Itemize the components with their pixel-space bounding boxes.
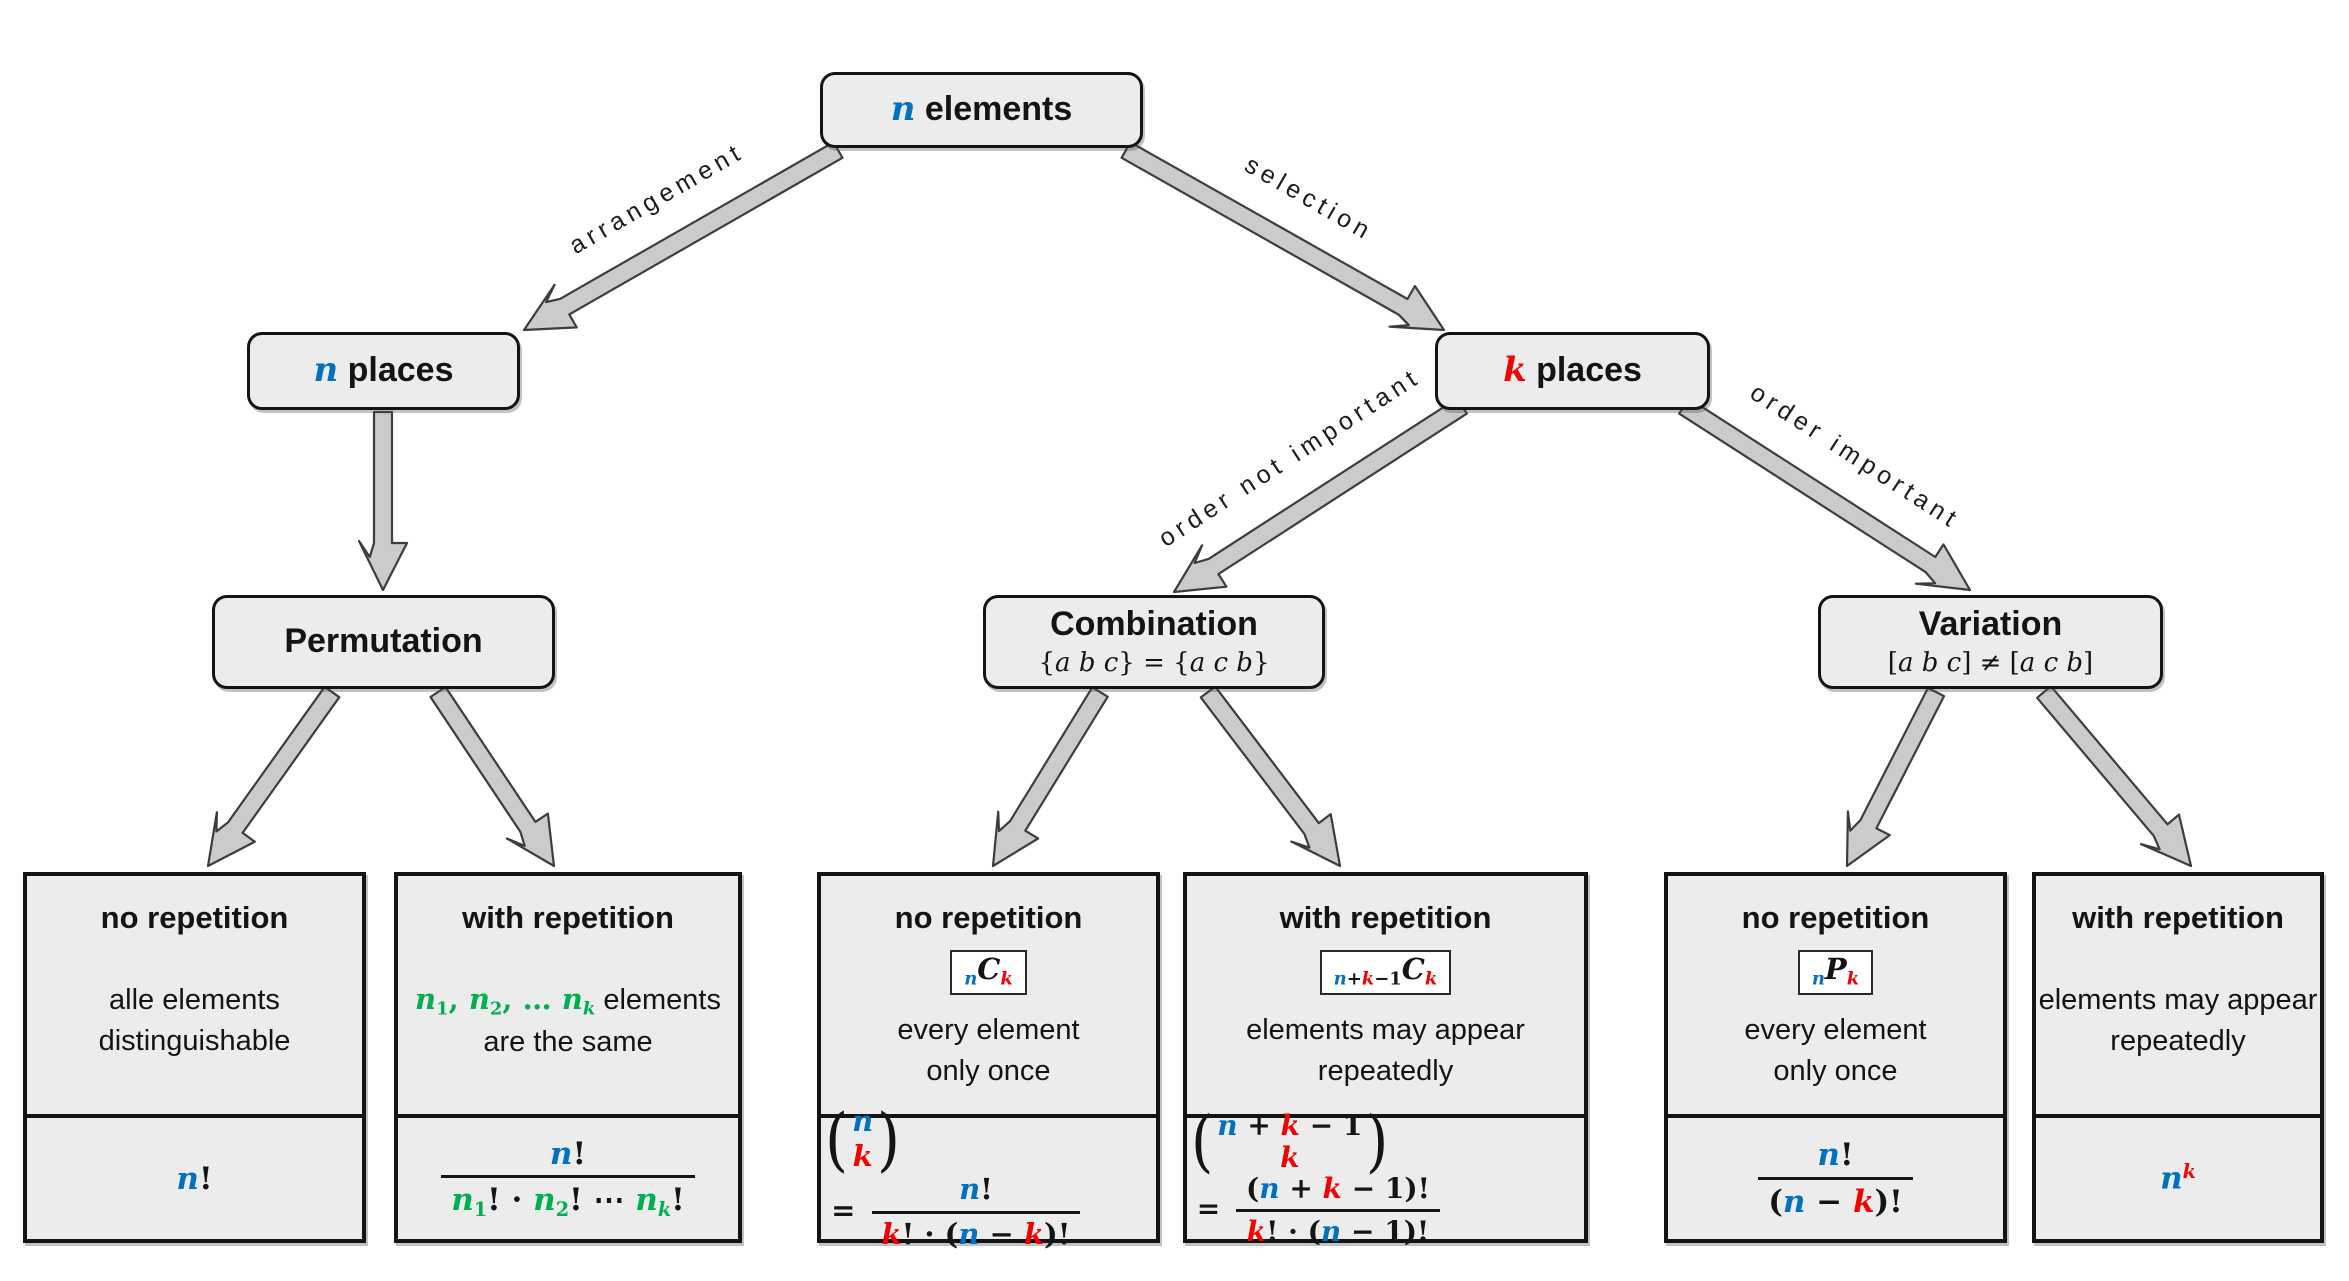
leaf-title: no repetition [1741, 900, 1930, 935]
notation-badge-n+k-1Ck: n+k−1Ck [1319, 950, 1452, 996]
arrow-nplaces-permutation [357, 410, 409, 592]
arrow-order-important [1677, 397, 1972, 592]
leaf-combination-with-repetition: with repetition n+k−1Ck elements may app… [1183, 872, 1588, 1247]
node-n-places: n places [247, 332, 520, 410]
notation-badge-nCk: nCk [950, 950, 1027, 996]
node-n-places-label: n places [313, 350, 454, 391]
leaf-formula: n! [27, 1114, 362, 1239]
arrow-arrangement [522, 141, 844, 332]
node-combination-label: Combination [1050, 604, 1258, 643]
node-k-places: k places [1435, 332, 1710, 410]
notation-badge-nPk: nPk [1797, 950, 1874, 996]
arrow-comb-with-rep [1199, 685, 1342, 868]
node-variation-example: [a b c] ≠ [a c b] [1887, 648, 2094, 679]
arrow-order-not-important [1172, 397, 1469, 594]
node-permutation: Permutation [212, 595, 555, 689]
node-combination: Combination {a b c} = {a c b} [983, 595, 1325, 689]
arrow-var-with-rep [2035, 685, 2193, 868]
node-variation-label: Variation [1918, 604, 2063, 643]
leaf-formula: n!n1! · n2! ⋯ nk! [398, 1114, 738, 1239]
node-n-elements: n elements [820, 72, 1143, 148]
arrow-comb-no-rep [991, 686, 1109, 868]
arrow-perm-no-rep [206, 685, 341, 868]
node-variation: Variation [a b c] ≠ [a c b] [1818, 595, 2163, 689]
arrow-var-no-rep [1845, 686, 1946, 868]
node-combination-example: {a b c} = {a c b} [1038, 648, 1270, 679]
arrow-selection [1120, 141, 1446, 332]
leaf-title: no repetition [100, 900, 289, 935]
leaf-formula: n!(n − k)! [1668, 1114, 2003, 1239]
leaf-title: with repetition [462, 900, 674, 935]
leaf-title: with repetition [1279, 900, 1492, 935]
node-k-places-label: k places [1503, 350, 1642, 391]
arrow-perm-with-rep [429, 685, 556, 868]
leaf-title: no repetition [894, 900, 1083, 935]
leaf-title: with repetition [2072, 900, 2284, 935]
leaf-top: with repetition n+k−1Ck elements may app… [1187, 876, 1584, 1114]
node-permutation-label: Permutation [284, 622, 483, 661]
node-n-elements-label: n elements [890, 89, 1073, 130]
leaf-formula: nk [2036, 1114, 2320, 1239]
